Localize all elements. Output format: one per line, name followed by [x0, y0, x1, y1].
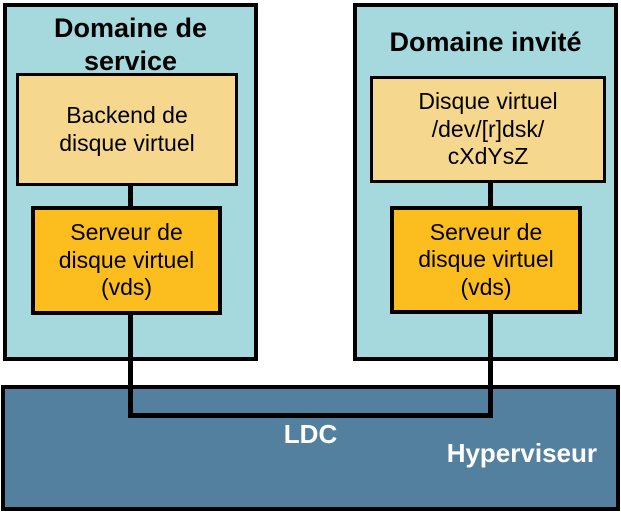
service-vds-label: Serveur de disque virtuel (vds)	[58, 219, 195, 301]
connector-service-vds-to-ldc	[128, 311, 133, 418]
connector-ldc-channel	[128, 413, 493, 418]
connector-disk-to-vds-guest	[488, 181, 493, 210]
connector-guest-vds-to-ldc	[488, 310, 493, 418]
virtual-disk-label: Disque virtuel /dev/[r]dsk/ cXdYsZ	[418, 88, 558, 170]
virtual-disk-box: Disque virtuel /dev/[r]dsk/ cXdYsZ	[370, 76, 606, 183]
service-domain-title: Domaine de service	[53, 13, 208, 76]
guest-vds-box: Serveur de disque virtuel (vds)	[390, 206, 582, 314]
connector-backend-to-vds-service	[128, 184, 133, 210]
hypervisor-title: Hyperviseur	[446, 438, 597, 468]
guest-domain-title: Domaine invité	[389, 27, 582, 57]
ldc-label: LDC	[283, 419, 338, 449]
service-vds-box: Serveur de disque virtuel (vds)	[31, 206, 222, 315]
hypervisor-box	[1, 385, 620, 511]
guest-vds-label: Serveur de disque virtuel (vds)	[418, 218, 554, 300]
backend-disk-box: Backend de disque virtuel	[16, 73, 238, 186]
backend-disk-label: Backend de disque virtuel	[59, 101, 195, 156]
